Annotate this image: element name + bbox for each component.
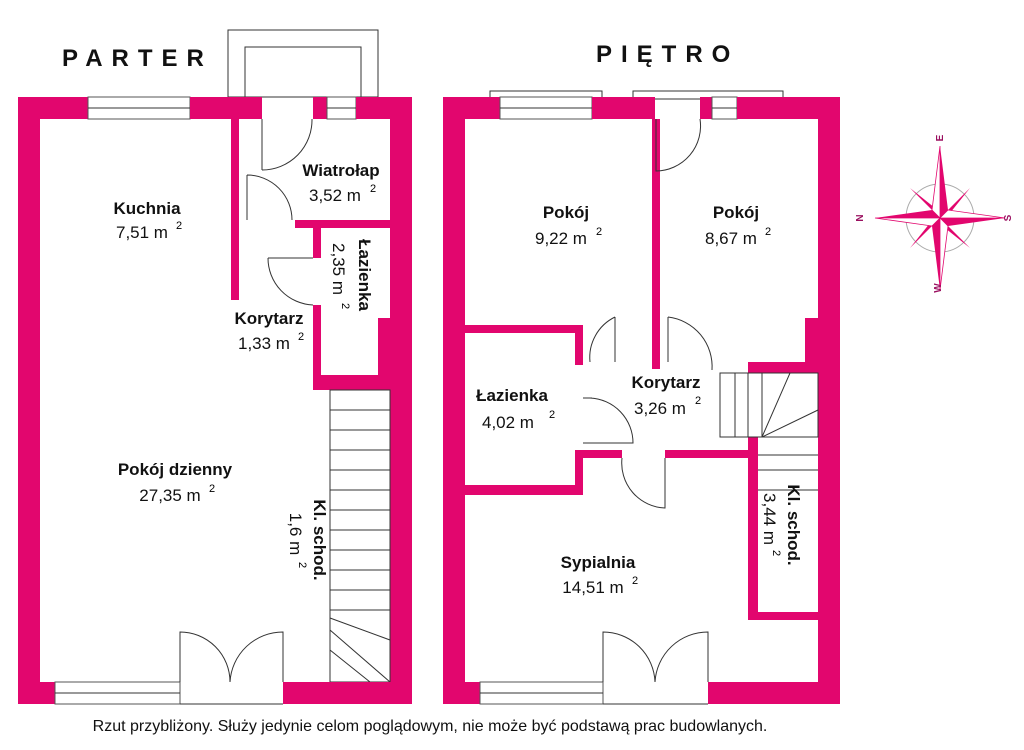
svg-text:2: 2	[370, 183, 376, 195]
ground-stairs	[329, 389, 391, 683]
room-label-lazienka-upper: Łazienka 4,02 m 2	[476, 386, 555, 432]
compass-e: E	[935, 134, 946, 141]
room-label-wiatrolap: Wiatrołap 3,52 m 2	[302, 161, 379, 205]
upper-floor-title: PIĘTRO	[596, 41, 739, 68]
room-label-sypialnia: Sypialnia 14,51 m 2	[561, 553, 638, 597]
svg-text:14,51 m: 14,51 m	[562, 578, 623, 597]
room-label-pokoj-dzienny: Pokój dzienny 27,35 m 2	[118, 460, 233, 505]
ground-floor-plan	[18, 29, 412, 705]
svg-text:1,6 m: 1,6 m	[286, 513, 305, 556]
svg-text:Korytarz: Korytarz	[632, 373, 701, 392]
svg-text:3,26 m: 3,26 m	[634, 399, 686, 418]
svg-text:Pokój: Pokój	[543, 203, 589, 222]
svg-text:2: 2	[695, 395, 701, 407]
svg-text:Sypialnia: Sypialnia	[561, 553, 636, 572]
svg-text:Wiatrołap: Wiatrołap	[302, 161, 379, 180]
svg-text:27,35 m: 27,35 m	[139, 486, 200, 505]
svg-text:Kl. schod.: Kl. schod.	[310, 499, 329, 580]
svg-text:2,35 m: 2,35 m	[329, 243, 348, 295]
svg-text:8,67 m: 8,67 m	[705, 229, 757, 248]
svg-text:Pokój: Pokój	[713, 203, 759, 222]
svg-text:Pokój dzienny: Pokój dzienny	[118, 460, 233, 479]
compass-rose-icon: N E S W	[855, 134, 1014, 292]
svg-text:Korytarz: Korytarz	[235, 309, 304, 328]
compass-s: S	[1003, 214, 1014, 221]
svg-text:3,52 m: 3,52 m	[309, 186, 361, 205]
svg-text:2: 2	[632, 575, 638, 587]
svg-text:Łazienka: Łazienka	[476, 386, 548, 405]
svg-text:Kuchnia: Kuchnia	[113, 199, 181, 218]
svg-text:2: 2	[176, 220, 182, 232]
svg-text:2: 2	[549, 409, 555, 421]
svg-text:Kl. schod.: Kl. schod.	[784, 484, 803, 565]
svg-text:9,22 m: 9,22 m	[535, 229, 587, 248]
svg-text:2: 2	[209, 483, 215, 495]
room-label-klatka-upper: Kl. schod. 3,44 m 2	[760, 484, 803, 565]
room-label-lazienka-ground: Łazienka 2,35 m 2	[329, 239, 374, 311]
upper-stairs	[719, 372, 819, 491]
svg-text:2: 2	[765, 226, 771, 238]
upper-floor-plan	[443, 90, 840, 705]
svg-text:3,44 m: 3,44 m	[760, 493, 779, 545]
svg-text:2: 2	[298, 331, 304, 343]
disclaimer-footer: Rzut przybliżony. Służy jedynie celom po…	[92, 718, 768, 735]
room-label-kuchnia: Kuchnia 7,51 m 2	[113, 199, 182, 242]
compass-w: W	[933, 283, 944, 293]
room-label-korytarz-ground: Korytarz 1,33 m 2	[235, 309, 305, 353]
svg-text:1,33 m: 1,33 m	[238, 334, 290, 353]
svg-text:Łazienka: Łazienka	[355, 239, 374, 311]
svg-text:2: 2	[339, 303, 351, 309]
svg-text:4,02 m: 4,02 m	[482, 413, 534, 432]
ground-floor-title: PARTER	[62, 45, 213, 72]
compass-n: N	[855, 214, 866, 221]
room-label-korytarz-upper: Korytarz 3,26 m 2	[632, 373, 702, 418]
room-label-pokoj-1: Pokój 9,22 m 2	[535, 203, 602, 248]
svg-text:2: 2	[770, 550, 782, 556]
svg-text:7,51 m: 7,51 m	[116, 223, 168, 242]
svg-text:2: 2	[596, 226, 602, 238]
room-label-pokoj-2: Pokój 8,67 m 2	[705, 203, 771, 248]
svg-text:2: 2	[296, 562, 308, 568]
room-label-klatka-ground: Kl. schod. 1,6 m 2	[286, 499, 329, 580]
